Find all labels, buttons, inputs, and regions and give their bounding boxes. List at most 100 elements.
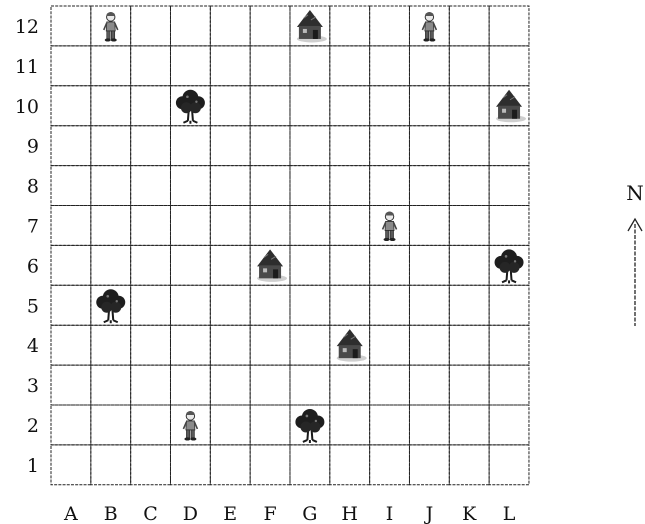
grid-cell-I12 [370, 6, 410, 46]
row-label-5: 5 [27, 295, 39, 317]
row-label-7: 7 [27, 215, 39, 237]
grid-cell-J5 [409, 285, 449, 325]
grid-cell-G1 [290, 445, 330, 485]
grid-cell-I9 [370, 126, 410, 166]
grid-cell-H1 [330, 445, 370, 485]
column-label-E: E [223, 503, 237, 524]
grid-cell-B10 [91, 86, 131, 126]
grid-cell-C5 [131, 285, 171, 325]
grid-cell-G4 [290, 325, 330, 365]
grid-cell-I4 [370, 325, 410, 365]
row-label-12: 12 [15, 16, 39, 38]
grid-cell-K12 [449, 6, 489, 46]
grid-cell-I6 [370, 245, 410, 285]
grid-cell-J9 [409, 126, 449, 166]
person-icon [104, 12, 118, 42]
grid-cell-J3 [409, 365, 449, 405]
grid-cell-C8 [131, 166, 171, 206]
grid-cells [51, 6, 529, 485]
grid-cell-E9 [210, 126, 250, 166]
grid-cell-B2 [91, 405, 131, 445]
grid-cell-L8 [489, 166, 529, 206]
grid-cell-F2 [250, 405, 290, 445]
grid-cell-B8 [91, 166, 131, 206]
grid-cell-E4 [210, 325, 250, 365]
grid-cell-H9 [330, 126, 370, 166]
column-labels: ABCDEFGHIJKL [63, 503, 516, 524]
grid-cell-L9 [489, 126, 529, 166]
grid-cell-C10 [131, 86, 171, 126]
grid-cell-J10 [409, 86, 449, 126]
grid-cell-C12 [131, 6, 171, 46]
grid-cell-E8 [210, 166, 250, 206]
grid-cell-E7 [210, 206, 250, 246]
grid-cell-E11 [210, 46, 250, 86]
grid-cell-D8 [170, 166, 210, 206]
column-label-G: G [302, 503, 317, 524]
grid-cell-G6 [290, 245, 330, 285]
column-label-F: F [263, 503, 276, 524]
grid-cell-A12 [51, 6, 91, 46]
grid-cell-G7 [290, 206, 330, 246]
row-label-10: 10 [15, 96, 39, 118]
house-icon [496, 90, 526, 123]
grid-cell-D3 [170, 365, 210, 405]
grid-cell-A3 [51, 365, 91, 405]
grid-cell-F5 [250, 285, 290, 325]
grid-cell-K6 [449, 245, 489, 285]
grid-cell-I3 [370, 365, 410, 405]
grid-cell-D7 [170, 206, 210, 246]
grid-cell-F12 [250, 6, 290, 46]
grid-cell-D6 [170, 245, 210, 285]
grid-cell-C4 [131, 325, 171, 365]
column-label-C: C [143, 503, 158, 524]
grid-cell-H8 [330, 166, 370, 206]
grid-cell-G8 [290, 166, 330, 206]
grid-cell-A10 [51, 86, 91, 126]
grid-cell-B7 [91, 206, 131, 246]
person-icon [383, 211, 397, 241]
grid-cell-D1 [170, 445, 210, 485]
grid-cell-I2 [370, 405, 410, 445]
grid-cell-C2 [131, 405, 171, 445]
house-icon [297, 10, 327, 43]
grid-cell-D4 [170, 325, 210, 365]
grid-cell-C1 [131, 445, 171, 485]
row-label-3: 3 [27, 375, 39, 397]
grid-cell-B9 [91, 126, 131, 166]
grid-cell-I5 [370, 285, 410, 325]
grid-cell-A9 [51, 126, 91, 166]
grid-cell-H3 [330, 365, 370, 405]
grid-cell-E10 [210, 86, 250, 126]
tree-icon [176, 90, 205, 124]
column-label-J: J [424, 503, 434, 524]
grid-cell-K8 [449, 166, 489, 206]
grid-cell-H5 [330, 285, 370, 325]
grid-cell-G10 [290, 86, 330, 126]
house-icon [337, 329, 367, 362]
house-icon [257, 249, 287, 282]
grid-cell-B1 [91, 445, 131, 485]
grid-cell-I10 [370, 86, 410, 126]
map-objects [96, 10, 526, 443]
grid-cell-F1 [250, 445, 290, 485]
grid-cell-C6 [131, 245, 171, 285]
grid-cell-C11 [131, 46, 171, 86]
row-label-11: 11 [15, 56, 39, 78]
grid-cell-E5 [210, 285, 250, 325]
grid-cell-A2 [51, 405, 91, 445]
grid-cell-A7 [51, 206, 91, 246]
grid-cell-B4 [91, 325, 131, 365]
grid-cell-D12 [170, 6, 210, 46]
grid-cell-F9 [250, 126, 290, 166]
grid-cell-D9 [170, 126, 210, 166]
grid-cell-F10 [250, 86, 290, 126]
grid-cell-F4 [250, 325, 290, 365]
grid-cell-A4 [51, 325, 91, 365]
column-label-H: H [341, 503, 358, 524]
grid-cell-L3 [489, 365, 529, 405]
grid-cell-D11 [170, 46, 210, 86]
column-label-L: L [503, 503, 516, 524]
grid-cell-L1 [489, 445, 529, 485]
grid-cell-K9 [449, 126, 489, 166]
